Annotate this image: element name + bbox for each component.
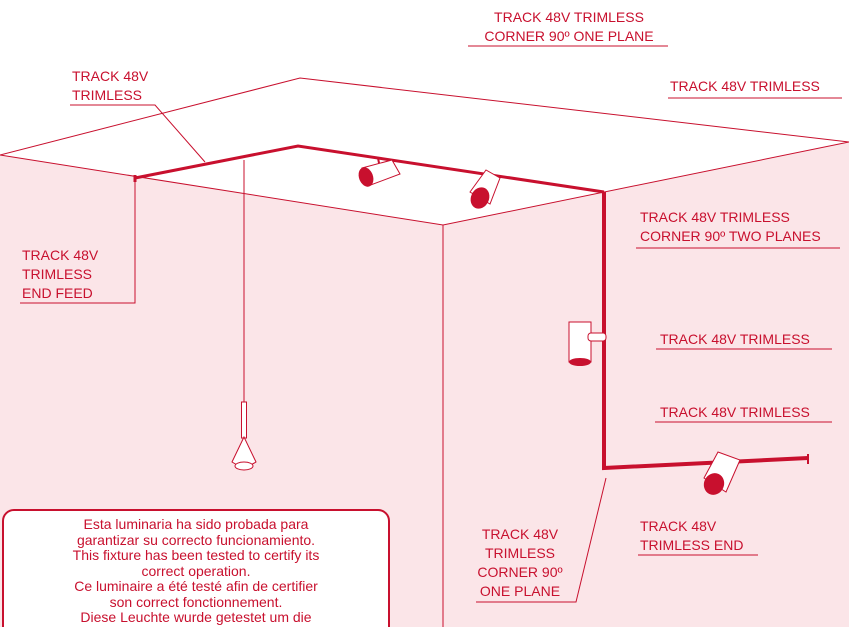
leader-lines [20,45,842,603]
label-line: TRACK 48V [481,526,559,542]
pendant-lens [234,461,254,471]
label-corner-two-planes: TRACK 48V TRIMLESS CORNER 90º TWO PLANES [640,208,821,246]
label-corner-one-plane-top: TRACK 48V TRIMLESS CORNER 90º ONE PLANE [470,8,668,46]
label-trimless-wall-vertical: TRACK 48V TRIMLESS [660,330,810,349]
label-line: TRIMLESS [484,545,555,561]
notice-line: garantizar su correcto funcionamiento. [76,531,316,548]
notice-line: This fixture has been tested to certify … [72,547,320,563]
label-line: END FEED [22,285,93,301]
leader-trimless-left [70,104,206,163]
label-line: ONE PLANE [479,583,561,599]
notice-line: Ce luminaire a été testé afin de certifi… [74,578,318,594]
ceiling [0,77,849,226]
label-line: TRACK 48V [72,68,149,84]
notice-line: Esta luminaria ha sido probada para [83,516,309,532]
notice-line: correct operation. [141,562,251,579]
test-notice-box: Esta luminaria ha sido probada para gara… [2,509,390,627]
label-line: CORNER 90º TWO PLANES [640,228,821,244]
label-line: CORNER 90º [477,564,563,580]
wall-spot-vertical [568,321,607,366]
label-trimless-end: TRACK 48V TRIMLESS END [640,517,743,555]
test-notice-text: Esta luminaria ha sido probada para gara… [4,516,388,626]
label-corner-one-plane-bottom: TRACK 48V TRIMLESS CORNER 90º ONE PLANE [466,525,574,601]
pendant-stem [241,401,247,439]
wall-spot-horizontal [703,451,741,495]
ceiling-spot-2 [469,169,501,209]
label-end-feed: TRACK 48V TRIMLESS END FEED [22,246,98,303]
label-trimless-wall-horizontal: TRACK 48V TRIMLESS [660,403,810,422]
leader-corner-one-plane-bottom [476,477,607,603]
notice-line: son correct fonctionnement. [109,593,283,610]
label-line: TRACK 48V TRIMLESS [640,209,790,225]
label-trimless-left: TRACK 48V TRIMLESS [72,67,148,105]
label-line: TRACK 48V TRIMLESS [670,78,820,94]
label-line: CORNER 90º ONE PLANE [484,28,654,44]
label-line: TRIMLESS END [640,537,744,553]
left-wall [0,146,443,627]
right-wall [443,142,849,627]
label-trimless-right-top: TRACK 48V TRIMLESS [670,77,820,96]
label-line: TRACK 48V TRIMLESS [660,331,810,347]
label-line: TRIMLESS [22,266,93,282]
ceiling-track [134,144,605,194]
ceiling-spot-1 [358,157,401,187]
label-line: TRACK 48V TRIMLESS [494,9,644,25]
label-line: TRACK 48V TRIMLESS [660,404,810,420]
leader-end-feed [20,180,136,304]
label-line: TRIMLESS [72,87,143,103]
label-line: TRACK 48V [640,518,717,534]
notice-line: Diese Leuchte wurde getestet um die [80,609,312,625]
label-line: TRACK 48V [22,247,99,263]
wall-track [602,192,809,471]
